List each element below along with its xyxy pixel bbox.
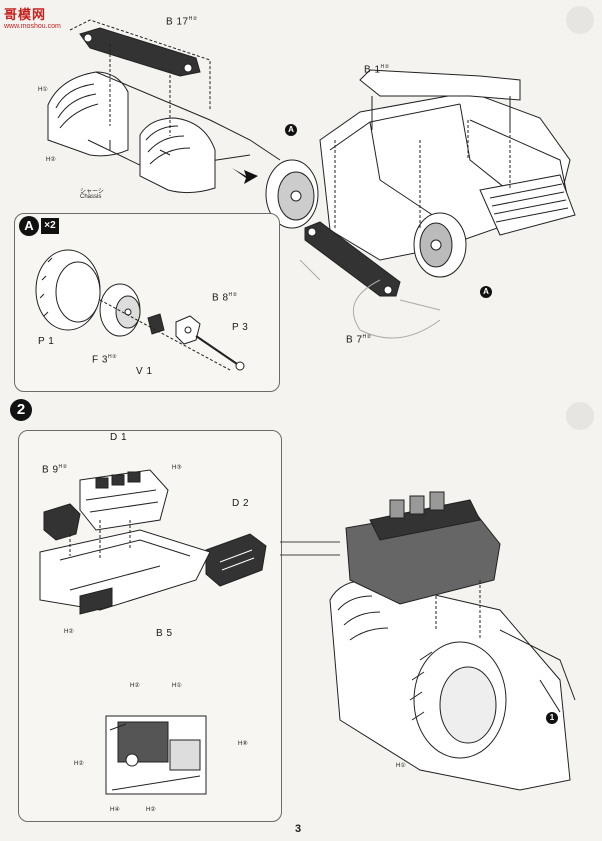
chassis-label-jp: シャーシ [80,189,104,195]
callout-multiplier: ×2 [41,218,59,234]
part-label-b9: B 9H② [42,464,68,475]
part-label-h7: H⑧ [238,741,248,747]
part-b9-sup: H② [58,464,68,470]
part-b7-sup: H② [362,334,372,340]
part-label-h9: H④ [110,807,120,813]
part-h4-text: H [64,629,69,635]
part-label-h10: H② [146,807,156,813]
part-label-h8: H② [74,761,84,767]
part-label-h1: H① [38,87,48,93]
part-h6-text: H [172,683,177,689]
bg-circle [566,402,594,430]
part-label-p1: P 1 [38,336,55,347]
part-label-v1: V 1 [136,366,153,377]
part-h2-text: H [46,157,51,163]
step1-illustration [47,19,576,339]
bg-circle [566,6,594,34]
part-label-d2: D 2 [232,498,250,509]
marker-a-bottom: A [480,286,492,298]
part-b1-text: B 1 [364,64,381,76]
logo-url: www.moshou.com [4,23,61,30]
part-label-h4: H② [64,629,74,635]
part-label-b7: B 7H② [346,334,372,345]
part-b8-text: B 8 [212,292,229,304]
part-f3-sup: H② [107,354,118,360]
part-h9-text: H [110,807,115,813]
part-label-b1: B 1H② [364,64,390,75]
part-label-d1: D 1 [110,432,128,443]
part-label-h11: H① [396,763,406,769]
part-b1-sup: H② [380,64,390,70]
callout-a-marker: A [19,216,39,236]
part-label-h3: H③ [172,465,182,471]
page-number: 3 [295,823,302,835]
part-label-b17: B 17H② [166,16,198,27]
part-label-b5: B 5 [156,628,173,639]
marker-1: 1 [546,712,558,724]
marker-a-top: A [285,124,297,136]
part-h1-text: H [38,87,43,93]
part-h7-text: H [238,741,243,747]
step-2-number: 2 [10,399,32,421]
callout-a-illustration [35,249,245,371]
site-logo: 哥模网 www.moshou.com [4,4,66,40]
part-label-f3: F 3H② [92,354,117,365]
part-label-b8: B 8H② [212,292,238,303]
part-b17-text: B 17 [166,16,189,28]
chassis-label-en: Chassis [80,194,102,200]
part-b7-text: B 7 [346,334,363,346]
part-label-p3: P 3 [232,322,249,333]
part-b9-text: B 9 [42,464,59,476]
part-h5-text: H [130,683,135,689]
part-label-h6: H① [172,683,182,689]
part-label-h5: H② [130,683,140,689]
part-f3-text: F 3 [92,354,108,366]
part-label-h2: H② [46,157,56,163]
part-b17-sup: H② [188,16,198,22]
part-h8-text: H [74,761,79,767]
part-b8-sup: H② [228,292,238,298]
part-h3-text: H [172,465,177,471]
logo-text: 哥模网 [4,7,47,22]
